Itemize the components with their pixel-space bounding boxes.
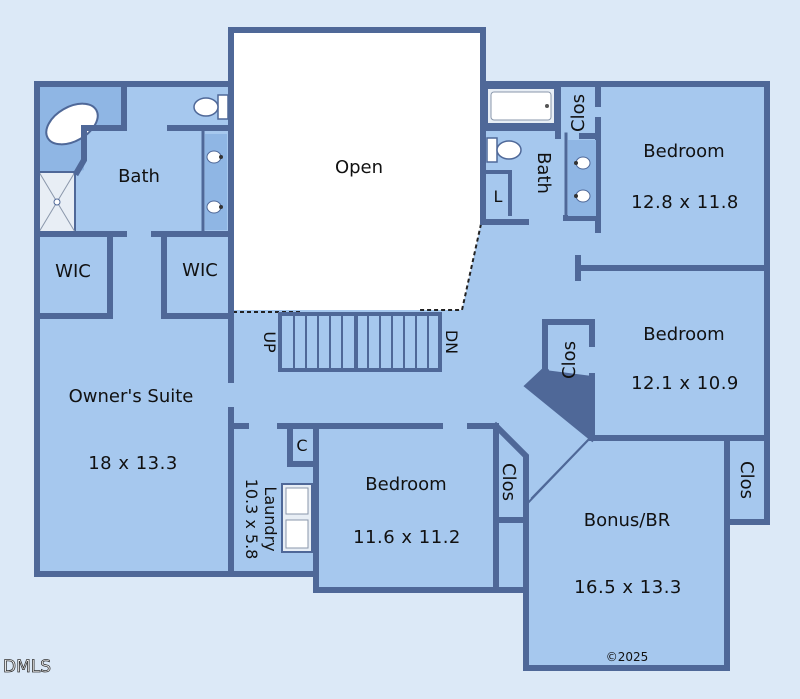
stairs-down-label: DN	[442, 330, 461, 354]
center-closet-label: Clos	[498, 463, 519, 501]
mid-closet-label: Clos	[559, 341, 580, 379]
copyright-label: ©2025	[606, 650, 649, 664]
bonus-room-label: Bonus/BR	[584, 510, 670, 531]
hall-tub-icon	[486, 87, 556, 125]
stairs-up-label: UP	[260, 331, 279, 353]
bedroom-top-right-label: Bedroom	[643, 141, 724, 162]
hall-sink-icons	[568, 140, 596, 216]
owners-suite-dimensions: 18 x 13.3	[88, 453, 178, 474]
closet-corner-shade	[528, 370, 592, 438]
laundry-dimensions: 10.3 x 5.8	[242, 479, 261, 560]
owner-toilet-icon	[193, 94, 229, 120]
laundry-closet-label: C	[296, 436, 307, 455]
dmls-watermark: DMLS	[3, 657, 51, 677]
hall-toilet-icon	[486, 137, 522, 163]
bedroom-center-label: Bedroom	[365, 474, 446, 495]
washer-dryer-icon	[281, 483, 313, 553]
bedroom-top-right-dimensions: 12.8 x 11.8	[631, 192, 739, 213]
open-label: Open	[335, 157, 383, 178]
bonus-closet-label: Clos	[736, 461, 757, 499]
bedroom-mid-right-label: Bedroom	[643, 324, 724, 345]
laundry-label: Laundry	[261, 486, 280, 551]
top-closet-label: Clos	[568, 94, 589, 132]
linen-closet-label: L	[494, 187, 503, 206]
owners-suite-label: Owner's Suite	[69, 386, 194, 407]
wic-1-label: WIC	[55, 261, 91, 282]
staircase	[278, 312, 442, 372]
open-area	[233, 32, 481, 310]
bedroom-mid-right-dimensions: 12.1 x 10.9	[631, 373, 739, 394]
hall-bath-label: Bath	[533, 152, 554, 194]
wic-2-label: WIC	[182, 260, 218, 281]
bonus-room-dimensions: 16.5 x 13.3	[574, 577, 682, 598]
owner-sink-icons	[205, 134, 227, 230]
owner-bath-label: Bath	[118, 166, 160, 187]
bedroom-center-dimensions: 11.6 x 11.2	[353, 527, 461, 548]
